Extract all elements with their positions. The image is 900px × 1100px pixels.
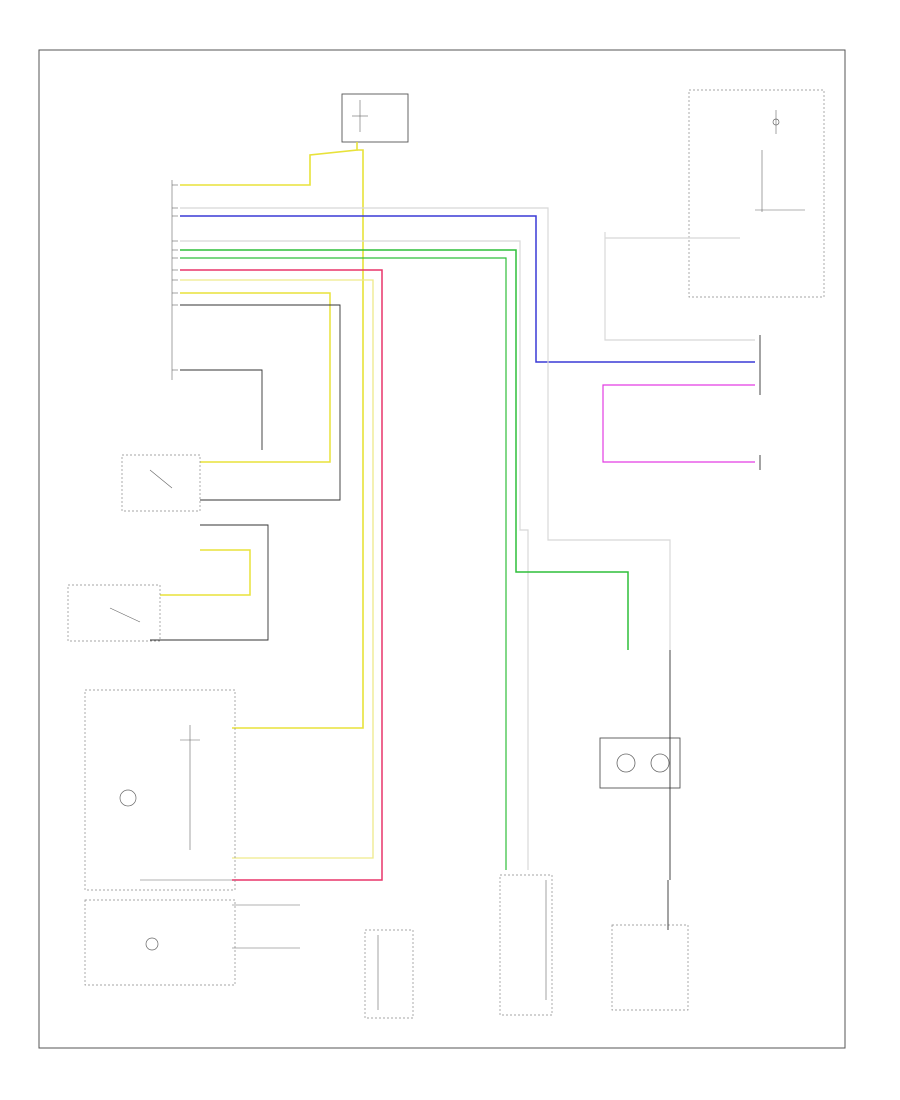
yellow-wire-4 [160,549,251,596]
lower-connector-module [364,929,414,1019]
black-wire-1 [180,304,341,501]
passenger-seat-switch [67,584,161,642]
passenger-presence-module [84,689,236,891]
inflator-module [599,650,689,1011]
yellow-wire-2 [180,279,374,859]
yellow-wire-3 [180,292,331,463]
red-wire [180,269,383,881]
pink-wire [602,384,755,463]
grey-wire-2 [180,240,529,870]
diagram-frame [38,49,846,1049]
yellow-wire-ignition [180,142,358,186]
grey-wire-1 [180,207,671,650]
grey-wire-3 [604,232,755,341]
blue-wire [180,215,755,363]
instrument-cluster-box [688,89,825,298]
indicator-lamp-box [84,899,300,986]
green-wire-2 [180,257,507,870]
black-wire-3 [150,524,269,641]
yellow-wire-main [232,149,364,729]
buckle-switch-left [121,454,201,512]
green-wire-1 [180,249,629,650]
black-wire-2 [180,369,263,450]
pin-tick-marks [172,184,178,371]
fuse-block [341,93,409,143]
steering-wheel-module [499,874,553,1016]
